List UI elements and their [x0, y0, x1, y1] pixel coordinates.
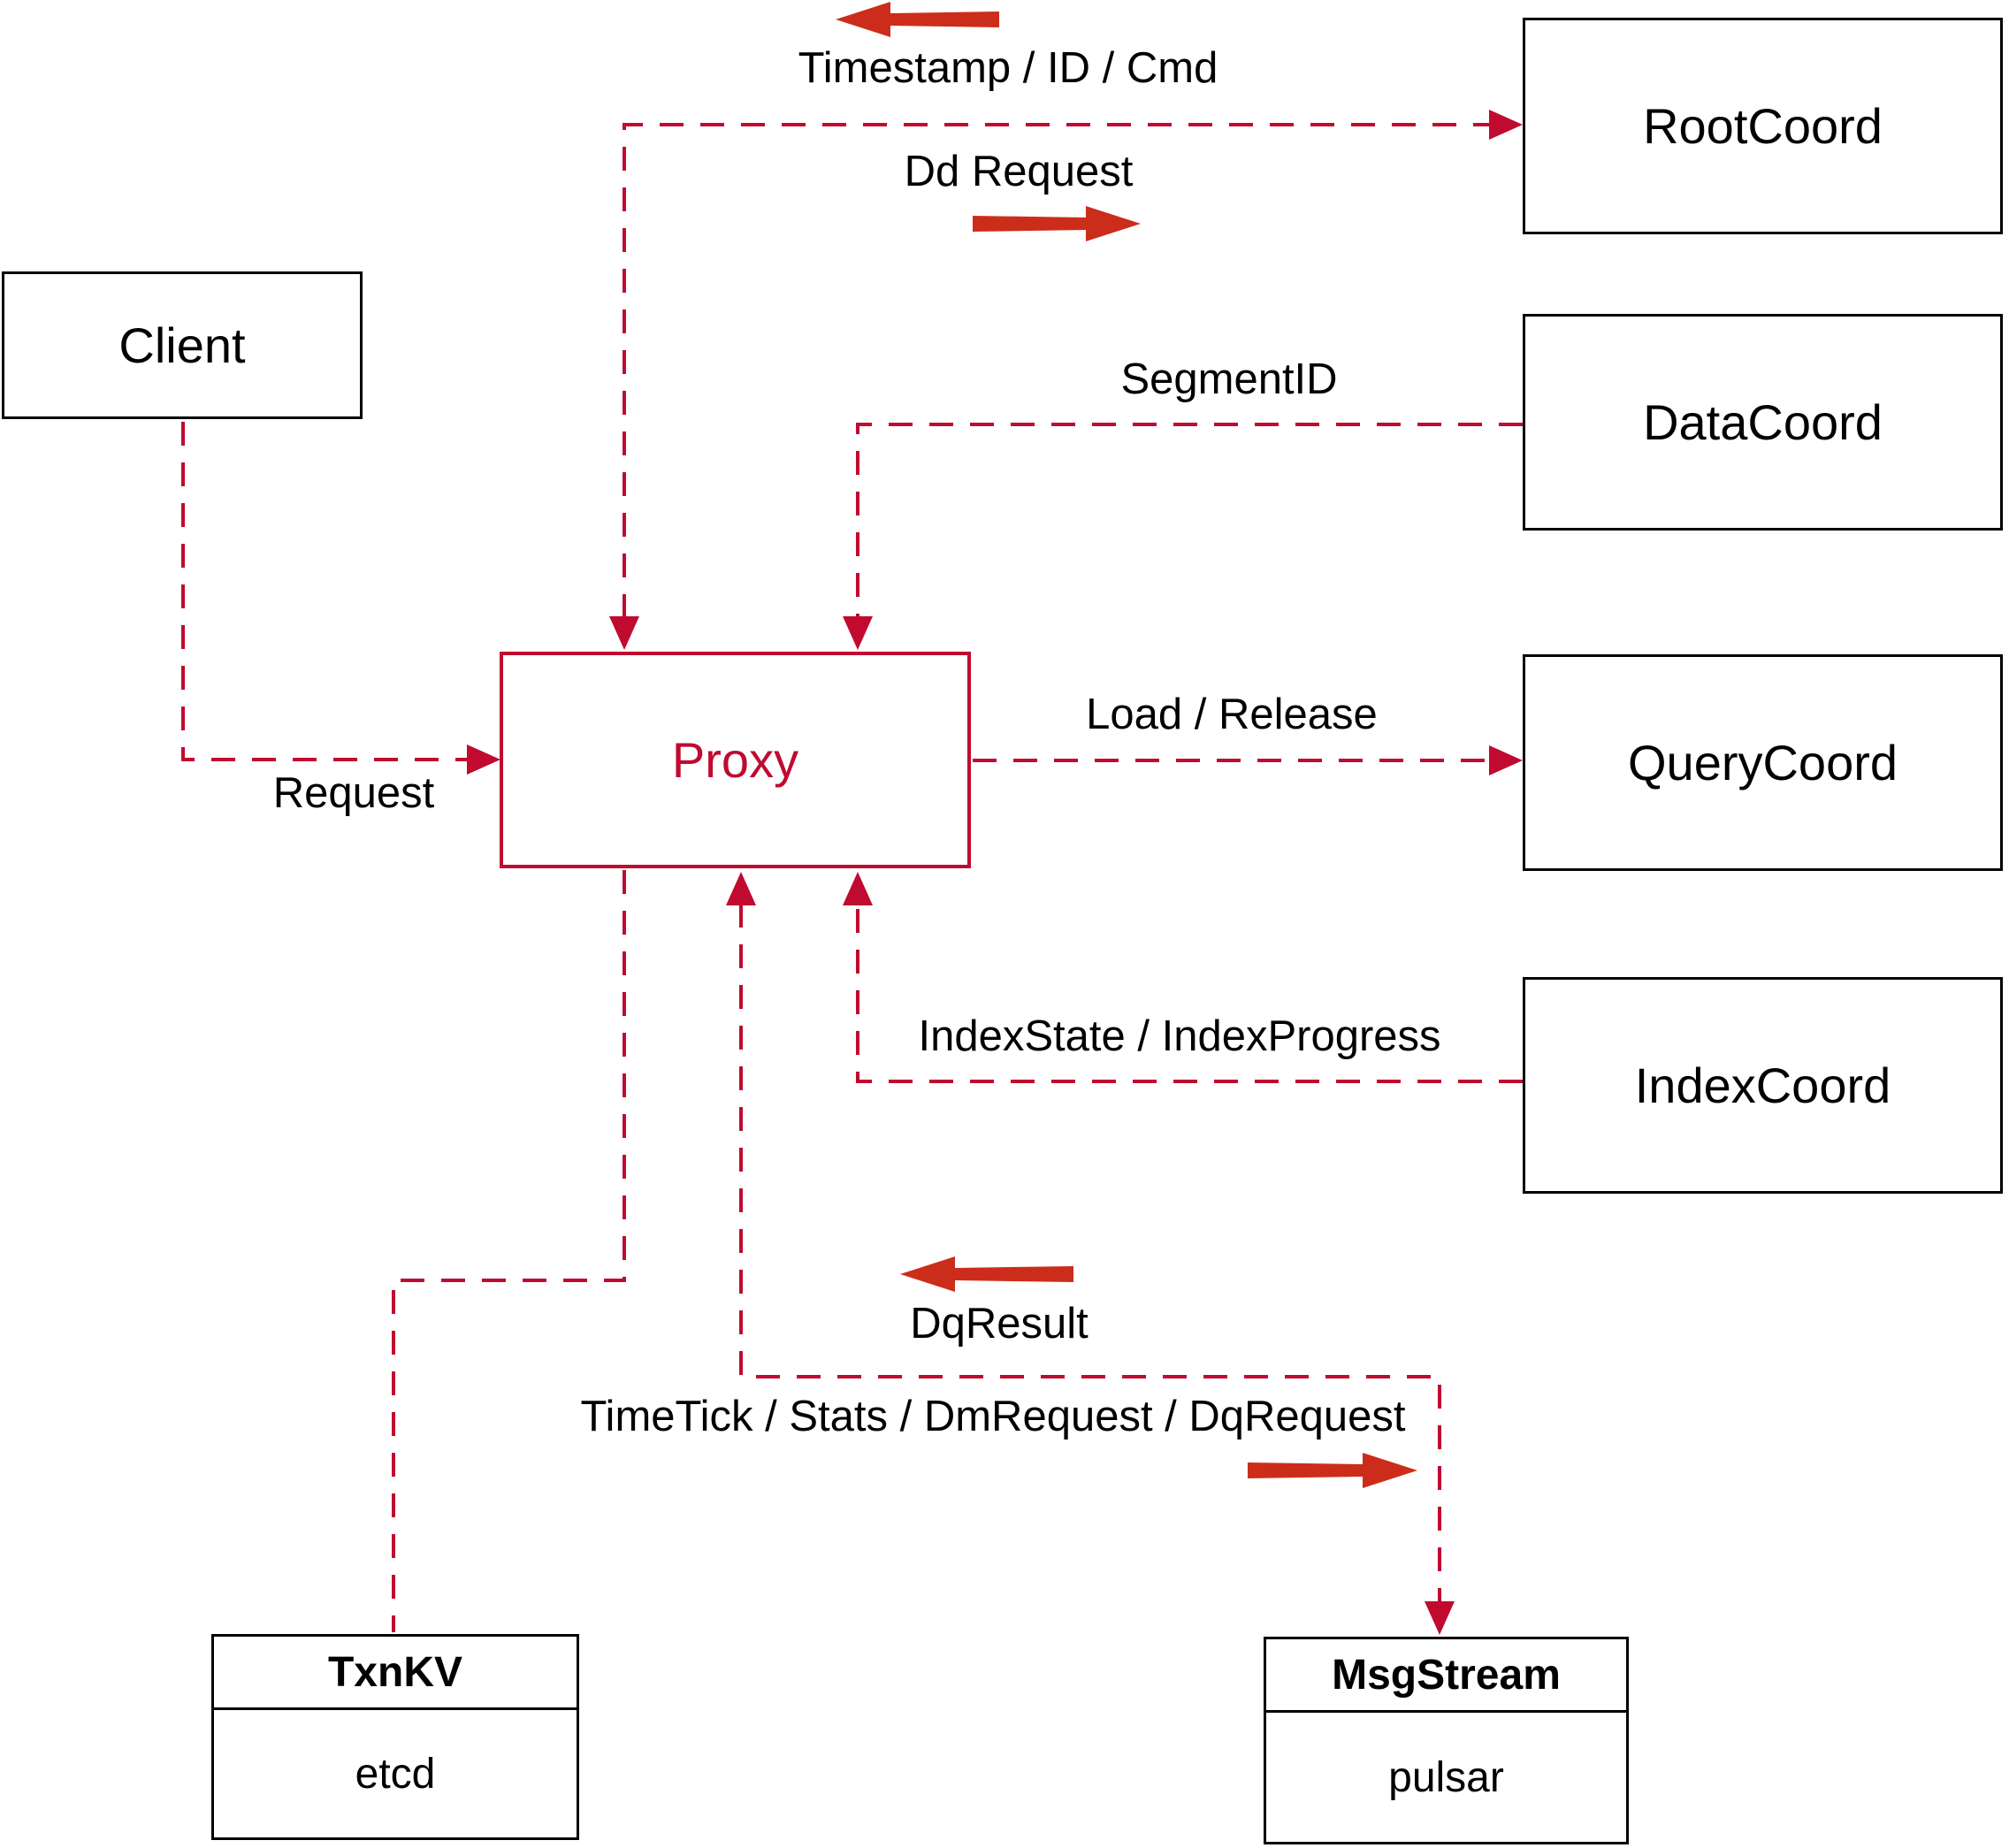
edge-proxy-txnkv [392, 870, 626, 1632]
edge-client-to-proxy [181, 422, 467, 761]
node-rootcoord: RootCoord [1523, 18, 2003, 234]
edge-label-load-release: Load / Release [1086, 691, 1378, 738]
edge-label-timestamp-id-cmd: Timestamp / ID / Cmd [798, 44, 1218, 92]
edge-label-dq-result: DqResult [910, 1300, 1089, 1348]
node-txnkv-title: TxnKV [214, 1637, 577, 1710]
node-datacoord-label: DataCoord [1643, 394, 1883, 450]
arrowhead-querycoord-icon [1489, 745, 1523, 775]
edge-proxy-msgstream [739, 904, 1441, 1603]
node-msgstream: MsgStream pulsar [1264, 1637, 1629, 1844]
node-msgstream-impl: pulsar [1388, 1753, 1504, 1801]
node-client: Client [2, 271, 363, 419]
edge-proxy-rootcoord [623, 123, 1489, 618]
direction-arrow-right-dqrequest-icon [1248, 1453, 1417, 1488]
node-querycoord-label: QueryCoord [1627, 735, 1898, 790]
node-datacoord: DataCoord [1523, 314, 2003, 531]
node-proxy-label: Proxy [671, 732, 799, 788]
node-indexcoord-label: IndexCoord [1634, 1058, 1891, 1113]
arrowhead-proxy-bottom-left-icon [726, 872, 756, 905]
arrowhead-rootcoord-icon [1489, 110, 1523, 140]
node-txnkv-impl: etcd [355, 1750, 436, 1798]
arrowhead-proxy-left-icon [467, 745, 500, 775]
direction-arrow-left-dqresult-icon [900, 1256, 1073, 1292]
direction-arrow-left-timestamp-icon [836, 2, 999, 37]
direction-arrow-right-dd-request-icon [973, 206, 1141, 241]
edge-label-index-state: IndexState / IndexProgress [918, 1012, 1441, 1060]
node-rootcoord-label: RootCoord [1643, 98, 1883, 154]
arrowhead-proxy-top-right-icon [843, 616, 873, 650]
node-txnkv: TxnKV etcd [211, 1634, 579, 1840]
node-client-label: Client [118, 317, 246, 373]
edge-label-request: Request [272, 769, 435, 817]
edge-label-dd-request: Dd Request [904, 148, 1134, 195]
node-querycoord: QueryCoord [1523, 654, 2003, 871]
arrowhead-proxy-top-left-icon [609, 616, 639, 650]
edge-datacoord-proxy [856, 423, 1523, 618]
edge-label-segment-id: SegmentID [1120, 355, 1338, 403]
node-msgstream-title: MsgStream [1266, 1639, 1626, 1713]
node-proxy: Proxy [500, 652, 971, 868]
edge-label-timetick: TimeTick / Stats / DmRequest / DqRequest [580, 1393, 1406, 1440]
edge-indexcoord-proxy [856, 904, 1523, 1083]
node-indexcoord: IndexCoord [1523, 977, 2003, 1194]
arrowhead-proxy-bottom-right-icon [843, 872, 873, 905]
arrowhead-msgstream-icon [1425, 1601, 1455, 1635]
